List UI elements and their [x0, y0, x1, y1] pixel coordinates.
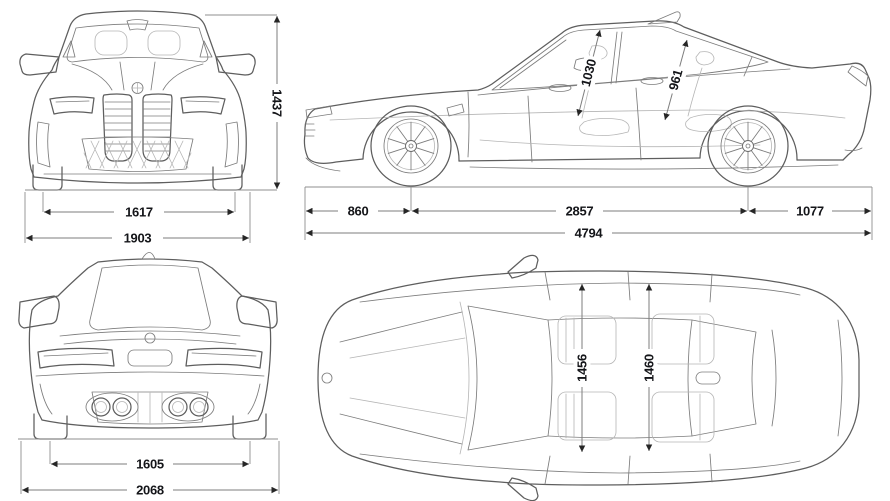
dim-label-1903: 1903 — [124, 231, 152, 246]
front-right-mirror — [215, 53, 256, 76]
dim-cabin-rear: 1460 — [640, 349, 658, 387]
dim-label-2857: 2857 — [566, 204, 594, 219]
dim-label-1460: 1460 — [642, 354, 657, 382]
rear-view-dimensions: 1605 2068 — [18, 438, 280, 499]
bmw-roundel-top-icon — [321, 372, 333, 384]
dim-headroom-front: 1030 — [576, 54, 602, 92]
exhaust-tips — [85, 392, 215, 422]
dim-label-4794: 4794 — [575, 226, 604, 241]
rear-view: 1605 2068 — [18, 252, 280, 499]
front-left-mirror — [19, 53, 60, 76]
side-view: 1030 961 860 2857 1077 4794 — [303, 11, 873, 242]
dim-label-860: 860 — [348, 204, 369, 219]
front-view-dimensions: 1437 1617 1903 — [24, 14, 286, 246]
dim-label-961: 961 — [666, 68, 686, 92]
rear-left-mirror — [18, 295, 60, 329]
dim-label-1456: 1456 — [575, 354, 590, 382]
rear-wheel — [707, 105, 789, 187]
bmw-roundel-icon — [131, 82, 144, 94]
front-wheel — [370, 105, 452, 187]
dim-label-1077: 1077 — [796, 204, 824, 219]
front-view-car-art — [19, 10, 256, 191]
rear-view-car-art — [18, 252, 278, 440]
dim-label-1030: 1030 — [578, 58, 599, 89]
dim-label-1617: 1617 — [125, 205, 153, 220]
top-view-car-art — [317, 254, 860, 501]
top-view-dimensions: 1456 1460 — [573, 284, 658, 452]
top-right-mirror — [507, 477, 539, 501]
side-view-seats — [479, 45, 761, 148]
front-view: 1437 1617 1903 — [19, 10, 286, 246]
side-view-dimensions: 1030 961 860 2857 1077 4794 — [304, 29, 873, 242]
dim-headroom-rear: 961 — [664, 64, 688, 96]
dim-cabin-front: 1456 — [573, 349, 591, 387]
dim-label-1437: 1437 — [270, 89, 285, 117]
dim-front-height: 1437 — [268, 84, 286, 122]
top-left-mirror — [507, 254, 539, 279]
front-mesh-pattern — [83, 140, 192, 169]
top-view: 1456 1460 — [317, 254, 860, 501]
bmw-roundel-rear-icon — [144, 332, 156, 344]
side-view-car-art — [303, 11, 872, 187]
rear-right-mirror — [236, 295, 278, 329]
dim-label-1605: 1605 — [136, 457, 164, 472]
dim-label-2068: 2068 — [136, 483, 164, 498]
